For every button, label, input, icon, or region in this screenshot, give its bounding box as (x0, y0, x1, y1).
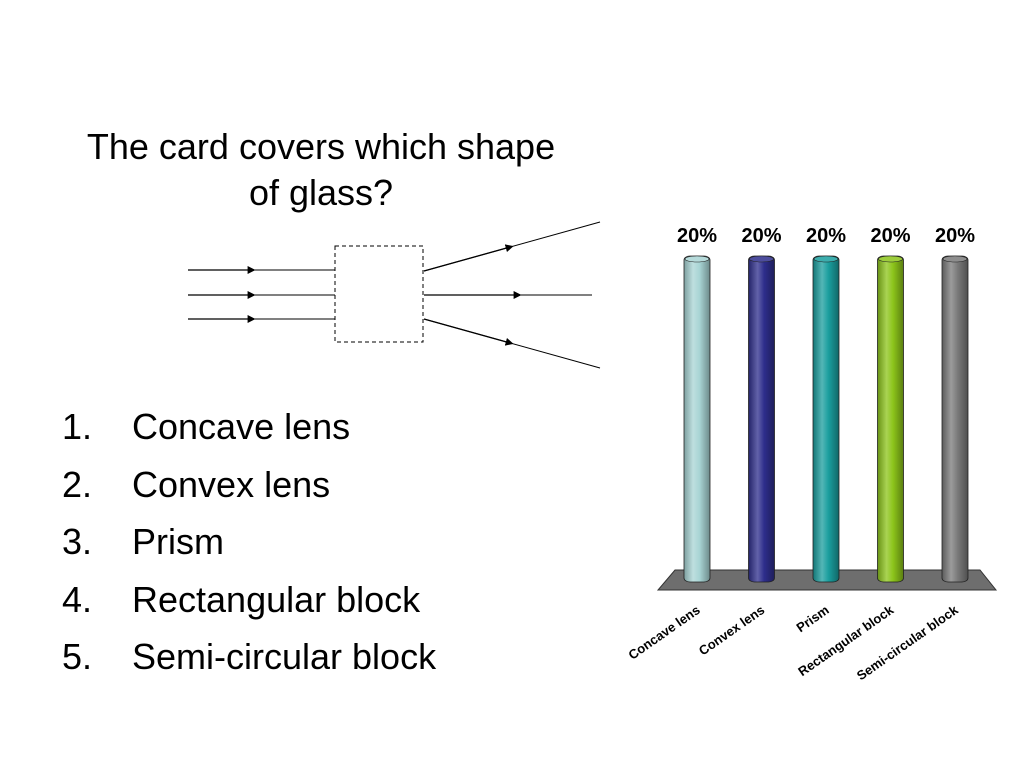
outgoing-ray-top-arrow (423, 244, 514, 272)
answer-options: 1. Concave lens 2. Convex lens 3. Prism 4. R… (62, 398, 436, 686)
option-label: Rectangular block (132, 578, 421, 620)
option-label: Concave lens (132, 406, 351, 447)
question-title: The card covers which shape of glass? (40, 124, 602, 216)
x-tick-label: Prism (794, 602, 832, 635)
bar (941, 255, 969, 583)
data-label: 20% (806, 225, 846, 247)
x-tick-label: Concave lens (625, 602, 702, 662)
data-label: 20% (935, 225, 975, 247)
option-item[interactable]: 3. Prism (62, 513, 436, 571)
bar-top (749, 255, 774, 263)
option-number: 4. (62, 578, 93, 620)
option-label: Convex lens (132, 463, 331, 505)
bar (877, 255, 904, 583)
bar (812, 255, 840, 583)
question-line-1: The card covers which shape (86, 126, 556, 167)
question-line-2: of glass? (248, 172, 394, 213)
bar-top (878, 255, 903, 263)
option-number: 3. (62, 521, 93, 562)
response-bar-chart: 20% Concave lens 20% Convex lens 20% Prism 20%… (625, 225, 998, 683)
outgoing-ray-bottom-arrow (423, 318, 514, 346)
option-number: 2. (62, 463, 93, 505)
option-number: 5. (62, 636, 93, 677)
data-label: 20% (677, 225, 717, 247)
bar-top (684, 255, 710, 263)
option-item[interactable]: 5. Semi-circular block (62, 628, 436, 686)
x-tick-label: Convex lens (696, 602, 767, 658)
bar-top (942, 255, 968, 263)
option-number: 1. (62, 406, 93, 447)
option-label: Prism (132, 521, 224, 562)
option-item[interactable]: 1. Concave lens (62, 398, 436, 456)
hidden-card (334, 245, 424, 343)
bar (683, 255, 711, 583)
option-item[interactable]: 4. Rectangular block (62, 571, 436, 629)
bar-top (813, 255, 839, 263)
ray-diagram (188, 221, 601, 369)
data-label: 20% (741, 225, 781, 247)
data-label: 20% (870, 225, 910, 247)
bar (748, 255, 775, 583)
option-item[interactable]: 2. Convex lens (62, 456, 436, 514)
option-label: Semi-circular block (132, 636, 437, 677)
